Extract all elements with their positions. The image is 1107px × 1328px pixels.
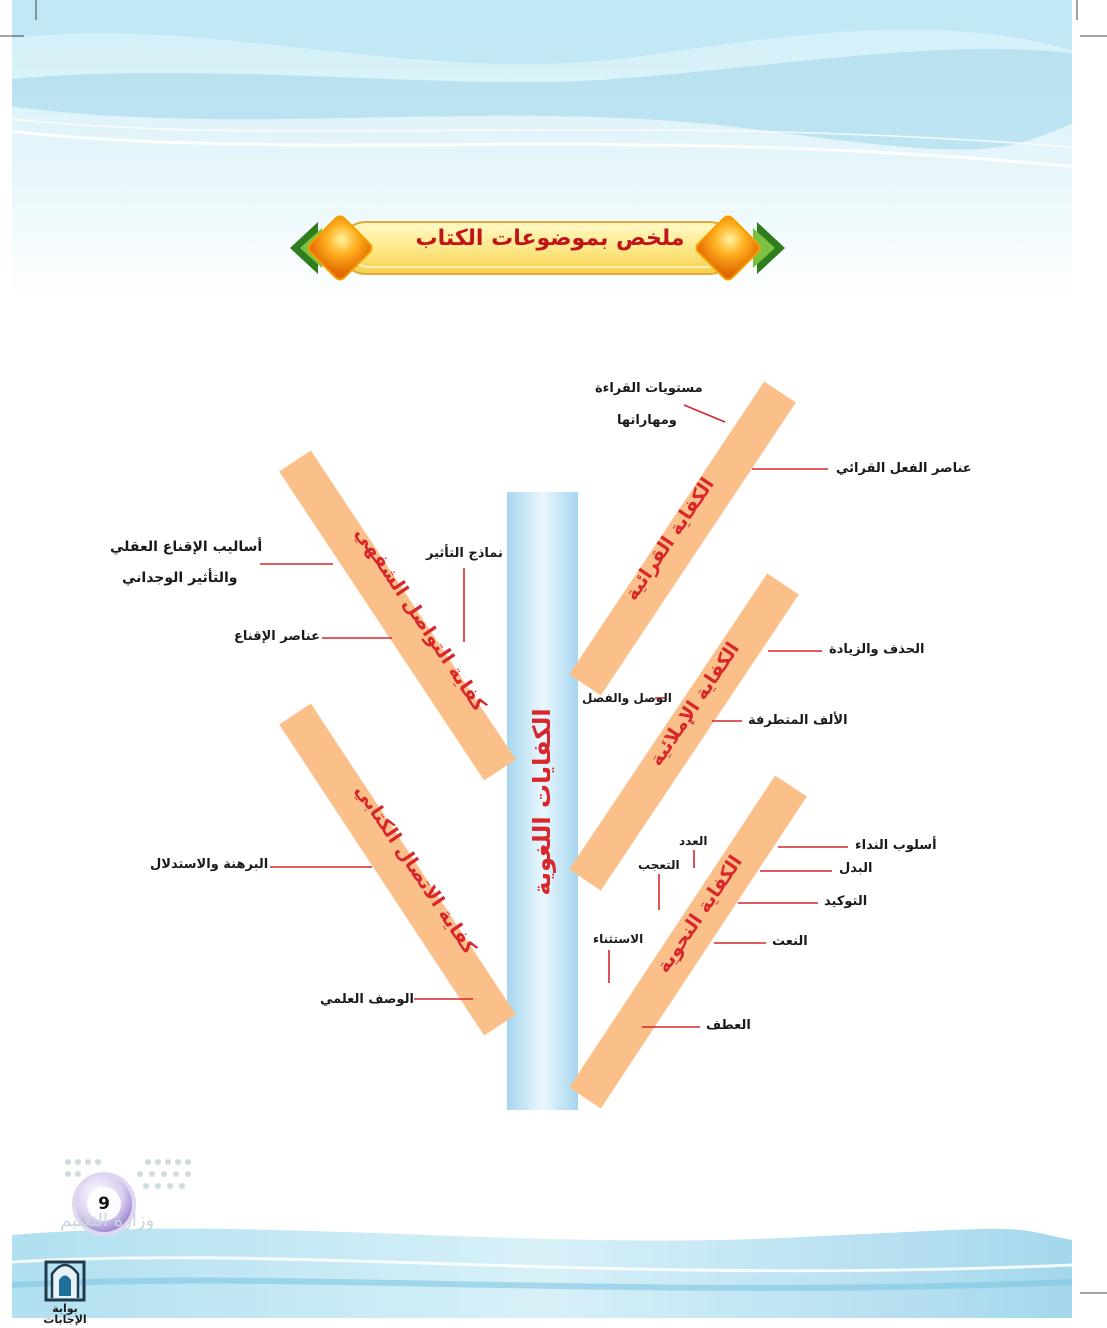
top-wave — [0, 0, 1107, 65]
page-number: 9 — [98, 1194, 110, 1214]
label-emphasis: التوكيد — [824, 894, 868, 909]
trunk-label: الكفايات اللغوية — [528, 708, 556, 896]
label-influence-models: نماذج التأثير — [426, 546, 503, 561]
branch-written — [279, 703, 516, 1036]
ministry-logo-icon — [65, 1159, 191, 1189]
label-final-alif: الألف المتطرفة — [748, 713, 848, 728]
trunk-bar — [507, 492, 578, 1110]
left-gem-icon — [307, 215, 373, 281]
label-conjunction: العطف — [706, 1018, 751, 1033]
label-badal: البدل — [839, 861, 873, 876]
label-exception: الاستثناء — [593, 932, 644, 946]
label-argumentation: البرهنة والاستدلال — [150, 857, 269, 872]
label-exclamation: التعجب — [638, 858, 680, 872]
branch-grammar — [569, 775, 807, 1109]
gate-logo-icon — [44, 1260, 86, 1302]
title-banner — [290, 215, 785, 281]
bottom-wave — [12, 1228, 1072, 1318]
label-persuasion-2: والتأثير الوجداني — [122, 570, 238, 586]
branch-oral — [279, 450, 516, 781]
label-persuasion-1: أساليب الإقناع العقلي — [110, 539, 263, 555]
top-wave-2 — [0, 49, 1107, 150]
label-adjective: النعت — [772, 934, 808, 949]
label-reading-levels-1: مستويات القراءة — [595, 381, 703, 396]
page-title: ملخص بموضوعات الكتاب — [415, 226, 685, 251]
branch-reading — [569, 381, 796, 696]
label-persuasion-elements: عناصر الإقناع — [234, 629, 320, 644]
label-reading-act: عناصر الفعل القرائي — [836, 461, 972, 476]
label-joining: الوصل والفصل — [582, 691, 672, 705]
label-deletion: الحذف والزيادة — [829, 642, 925, 657]
branch-spelling — [569, 573, 799, 891]
leader-lines — [260, 404, 848, 1028]
label-reading-levels-2: ومهاراتها — [617, 413, 677, 428]
label-number: العدد — [679, 834, 708, 848]
right-gem-icon — [695, 215, 761, 281]
label-scientific: الوصف العلمي — [320, 992, 414, 1007]
label-vocative: أسلوب النداء — [855, 838, 937, 853]
site-name: بوابة الإجابات — [43, 1302, 87, 1326]
ministry-watermark: وزارة التعليم — [60, 1210, 155, 1231]
